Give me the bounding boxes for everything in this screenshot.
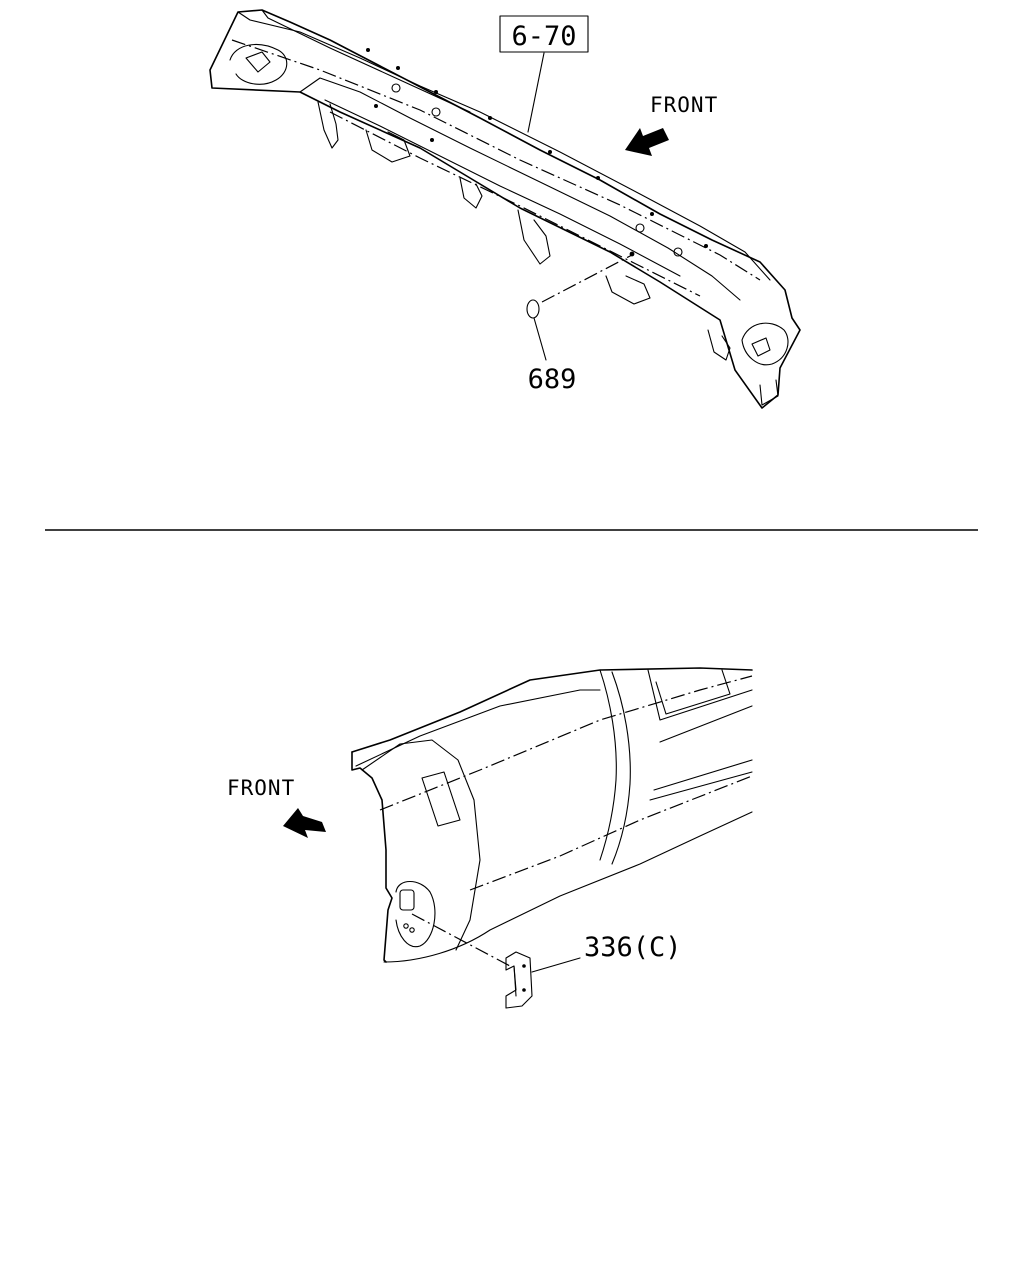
front-label-top: FRONT	[650, 93, 718, 117]
plug-leader-line	[533, 317, 547, 361]
reference-callout: 6-70	[499, 15, 589, 133]
part-336c-callout: 336(C)	[411, 913, 682, 1009]
plug-dashed-leader	[541, 254, 633, 303]
bracket-dashed-leader	[411, 913, 511, 967]
part-336c-label: 336(C)	[584, 932, 682, 963]
bracket-leader-line	[531, 957, 581, 973]
front-direction-bottom: FRONT	[227, 776, 326, 838]
part-689-label: 689	[528, 364, 577, 395]
bracket-part-icon	[505, 951, 533, 1009]
plug-part-icon	[526, 299, 540, 319]
reference-label: 6-70	[511, 21, 576, 52]
part-689-callout: 689	[526, 254, 633, 395]
reference-box	[499, 15, 589, 53]
front-direction-top: FRONT	[625, 93, 718, 156]
front-label-bottom: FRONT	[227, 776, 295, 800]
front-arrow-icon	[625, 128, 669, 156]
rear-crossmember-drawing	[209, 9, 801, 409]
bracket-fold-line	[513, 965, 517, 997]
rear-quarter-panel-drawing	[351, 667, 753, 963]
reference-leader-line	[527, 52, 545, 133]
front-arrow-icon	[283, 808, 326, 838]
